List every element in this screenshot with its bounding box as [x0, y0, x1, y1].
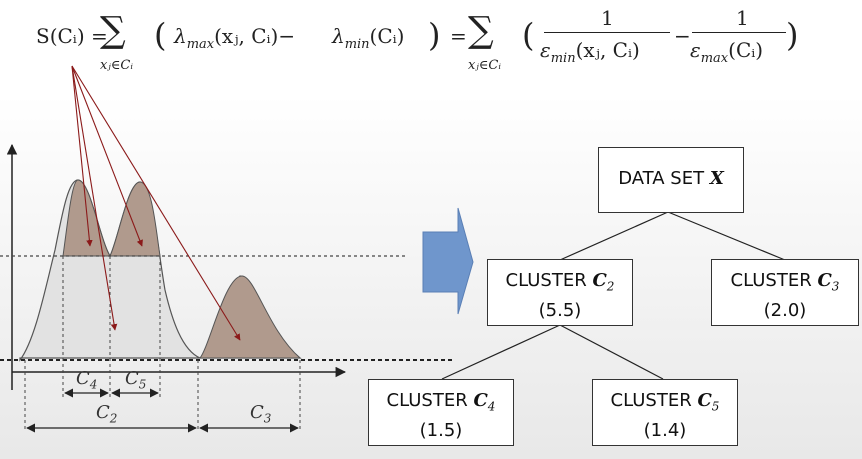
frac1-bar: [544, 32, 670, 33]
density-plot: [0, 65, 455, 433]
minus-sign: −: [674, 24, 691, 48]
cluster-c5-title: CLUSTER C5: [610, 390, 720, 414]
frac2-numerator: 1: [736, 6, 749, 30]
label-c4: C4: [76, 368, 98, 392]
label-c3: C3: [250, 402, 272, 426]
cluster-c2-node: CLUSTER C2 (5.5): [487, 259, 633, 326]
label-c2: C2: [96, 402, 118, 426]
frac1-numerator: 1: [601, 6, 614, 30]
cluster-c4-node: CLUSTER C4 (1.5): [368, 379, 514, 446]
lambda-min: λmin(Cᵢ): [332, 24, 405, 52]
formula-lhs: S(Cᵢ) =: [36, 24, 108, 48]
root-title: DATA SET: [618, 168, 705, 189]
root-var: X: [709, 168, 724, 189]
paren-open-2: (: [522, 16, 535, 54]
frac1-denominator: εmin(xⱼ, Cᵢ): [540, 38, 640, 66]
paren-close-2: ): [786, 16, 799, 54]
cluster-c2-value: (5.5): [538, 299, 582, 321]
sum-symbol-2: ∑: [468, 10, 494, 51]
cluster-c5-value: (1.4): [643, 419, 687, 441]
label-c5: C5: [125, 368, 147, 392]
paren-open-1: (: [154, 16, 167, 54]
cluster-c3-title: CLUSTER C3: [730, 270, 840, 294]
tree-edges: [441, 211, 786, 380]
frac2-denominator: εmax(Cᵢ): [690, 38, 764, 66]
peak-c5: [109, 181, 161, 257]
cluster-c5-node: CLUSTER C5 (1.4): [592, 379, 738, 446]
paren-close-1: ): [428, 16, 441, 54]
peak-c3: [198, 275, 302, 359]
cluster-c3-node: CLUSTER C3 (2.0): [711, 259, 859, 326]
cluster-c4-value: (1.5): [419, 419, 463, 441]
cluster-c3-value: (2.0): [763, 299, 807, 321]
span-arrows: [26, 388, 299, 433]
lambda-max: λmax(xⱼ, Cᵢ)−: [174, 24, 296, 52]
transform-arrow: [422, 207, 474, 315]
cluster-c4-title: CLUSTER C4: [386, 390, 496, 414]
sum-subscript-2: xⱼ∈Cᵢ: [468, 58, 501, 73]
frac2-bar: [692, 32, 786, 33]
cluster-c2-title: CLUSTER C2: [505, 270, 615, 294]
score-formula: S(Cᵢ) = ∑ xⱼ∈Cᵢ ( λmax(xⱼ, Cᵢ)− λmin(Cᵢ)…: [36, 6, 836, 92]
peak-c4: [62, 179, 111, 257]
sum-subscript-1: xⱼ∈Cᵢ: [100, 58, 133, 73]
formula-pointer-arrows: [71, 65, 241, 341]
sum-symbol-1: ∑: [100, 10, 126, 51]
tree-root-node: DATA SET X: [598, 147, 744, 213]
equals-2: =: [450, 24, 467, 48]
